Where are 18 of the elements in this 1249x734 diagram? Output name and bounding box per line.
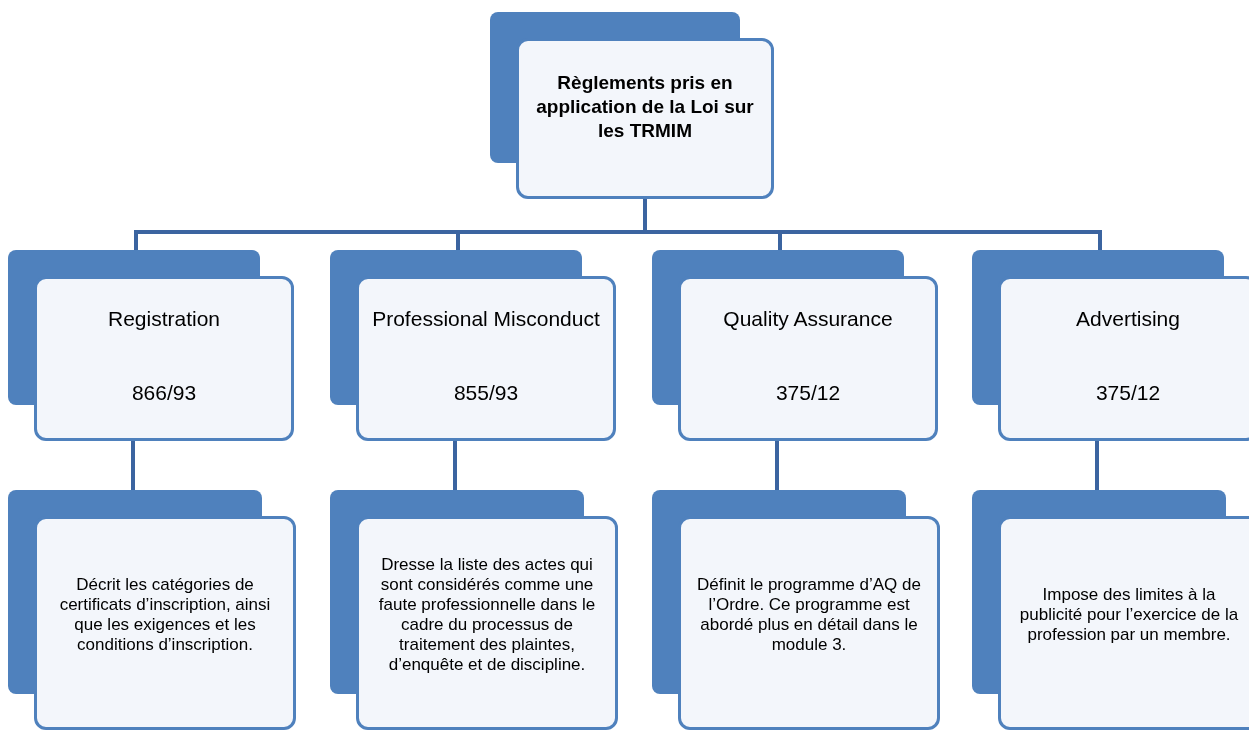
connector-line bbox=[643, 199, 1102, 250]
connector-line bbox=[1095, 441, 1099, 490]
connector-line bbox=[131, 441, 135, 490]
node-description: Impose des limites à la publicité pour l’exercice de la profession par un membre. bbox=[1018, 585, 1240, 645]
node-title: Règlements pris en application de la Loi sur les TRMIM bbox=[535, 70, 755, 143]
node-title: Quality Assurance bbox=[723, 306, 893, 332]
node-description: Dresse la liste des actes qui sont considérés comme une faute professionnelle dans le cadre du processus de traitement des plaintes, d’enquête et de discipline. bbox=[377, 555, 597, 675]
regulation-number: 375/12 bbox=[1095, 379, 1161, 406]
connector-line bbox=[775, 441, 779, 490]
regulation-number: 855/93 bbox=[453, 379, 519, 406]
regulation-number: 866/93 bbox=[131, 379, 197, 406]
node-description: Décrit les catégories de certificats d’inscription, ainsi que les exigences et les conditions d’inscription. bbox=[58, 575, 272, 655]
node-description: Définit le programme d’AQ de l’Ordre. Ce programme est abordé plus en détail dans le module 3. bbox=[696, 575, 922, 655]
node-title: Registration bbox=[107, 306, 221, 332]
node-title: Advertising bbox=[1076, 306, 1180, 332]
node-title: Professional Misconduct bbox=[372, 306, 600, 332]
connector-line bbox=[453, 441, 457, 490]
regulation-number: 375/12 bbox=[775, 379, 841, 406]
